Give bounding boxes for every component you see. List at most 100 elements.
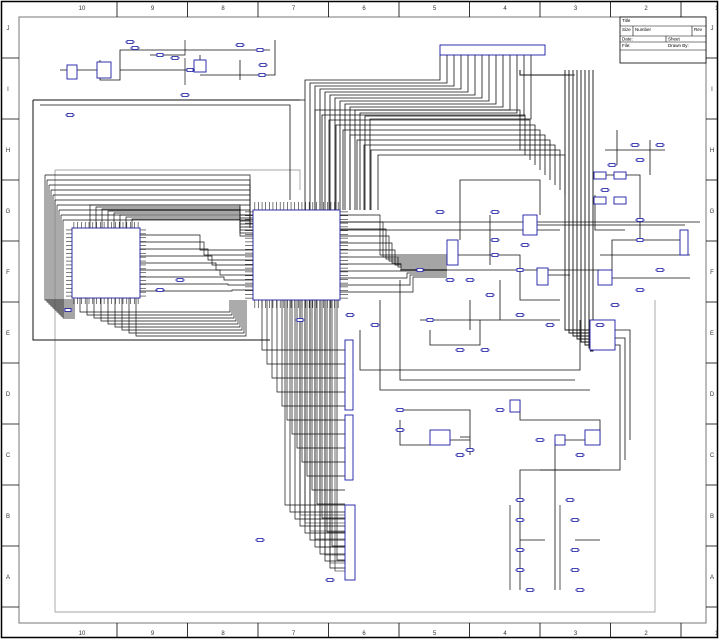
wire: [340, 214, 447, 256]
passive-body: [631, 143, 639, 147]
passive-body: [466, 278, 474, 282]
passive-body: [516, 498, 524, 502]
passive-component: [130, 46, 140, 50]
wire: [340, 235, 447, 262]
passive-component: [515, 548, 525, 552]
ic: [584, 429, 601, 446]
ic: [429, 429, 451, 446]
wire: [342, 129, 541, 210]
wire: [95, 206, 253, 228]
passive-component: [635, 238, 645, 242]
passive-body: [636, 158, 644, 162]
wire: [113, 212, 253, 228]
passive-component: [255, 538, 265, 542]
wire: [369, 55, 532, 210]
passive-component: [345, 313, 355, 317]
wire: [340, 221, 700, 371]
wire: [140, 262, 253, 271]
wire: [58, 210, 75, 315]
wire: [458, 179, 685, 301]
wire: [281, 300, 345, 407]
ic: [344, 339, 354, 411]
column-label: 1: [715, 6, 719, 12]
passive-body: [571, 548, 579, 552]
wire: [340, 221, 447, 258]
wire: [266, 300, 345, 365]
ic: [593, 196, 607, 205]
wire: [370, 149, 561, 210]
column-label: 10: [79, 6, 86, 12]
passive-body: [636, 218, 644, 222]
ic: [252, 209, 341, 301]
wire: [340, 274, 447, 286]
passive-component: [515, 518, 525, 522]
passive-component: [607, 163, 617, 167]
passive-body: [171, 56, 179, 60]
passive-component: [170, 56, 180, 60]
wire: [128, 298, 245, 334]
wire: [140, 276, 253, 281]
wire: [364, 55, 525, 210]
row-label: A: [6, 575, 10, 581]
passive-body: [516, 313, 524, 317]
wire: [340, 272, 447, 279]
ic-pins: [245, 202, 348, 308]
passive-body: [521, 243, 529, 247]
ic: [344, 504, 356, 581]
passive-body: [256, 538, 264, 542]
wire: [329, 55, 476, 210]
wire: [52, 195, 75, 309]
passive-body: [576, 453, 584, 457]
row-label: E: [710, 331, 714, 337]
passive-body: [601, 188, 609, 192]
wire: [311, 300, 345, 491]
passive-body: [636, 288, 644, 292]
wire: [53, 194, 251, 218]
ic: [522, 214, 538, 236]
passive-component: [425, 318, 435, 322]
row-label: H: [710, 148, 714, 154]
passive-body: [656, 268, 664, 272]
row-label: D: [6, 392, 11, 398]
wire: [594, 140, 651, 240]
column-label: 3: [574, 631, 578, 637]
wire: [336, 300, 345, 561]
ic: [679, 229, 689, 256]
passive-body: [466, 448, 474, 452]
row-label: G: [710, 209, 715, 215]
passive-component: [655, 143, 665, 147]
ic: [446, 239, 459, 266]
wire: [316, 300, 345, 505]
ic: [66, 64, 78, 80]
size-label: Size: [622, 27, 631, 32]
wire: [340, 228, 447, 260]
row-label: A: [710, 575, 714, 581]
wire: [119, 214, 253, 231]
wire: [420, 215, 560, 330]
column-label: 5: [433, 631, 437, 637]
wire: [125, 216, 253, 234]
passive-body: [571, 568, 579, 572]
passive-component: [325, 578, 335, 582]
wire: [51, 189, 251, 216]
ic: [193, 59, 207, 73]
wire: [93, 298, 235, 319]
wire: [309, 55, 448, 210]
ic: [509, 399, 521, 413]
wire: [306, 300, 345, 477]
passive-component: [465, 278, 475, 282]
passive-body: [416, 268, 424, 272]
wire: [326, 300, 345, 533]
wire: [63, 219, 251, 228]
components: [63, 40, 689, 592]
passive-body: [156, 288, 164, 292]
row-label: F: [6, 270, 10, 276]
wire: [519, 329, 631, 590]
wire: [140, 269, 253, 276]
passive-body: [576, 588, 584, 592]
wire: [57, 204, 251, 222]
wire: [319, 300, 345, 548]
passive-component: [255, 48, 265, 52]
